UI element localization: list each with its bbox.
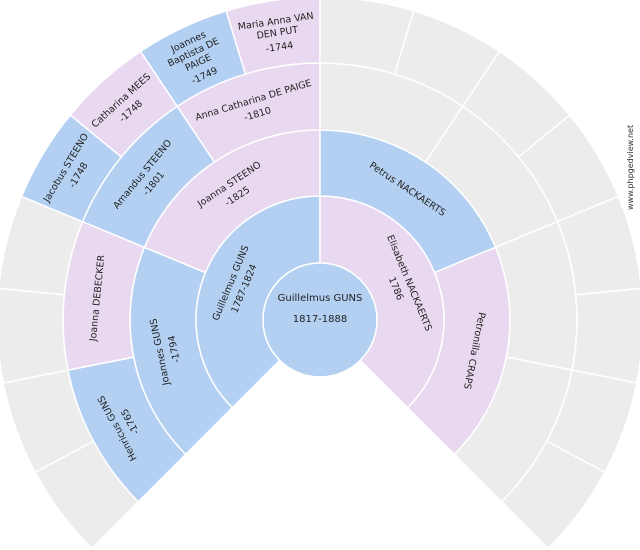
root-person-dates: 1817-1888 — [293, 314, 348, 325]
ancestor-dates: -1794 — [167, 334, 183, 363]
site-credit[interactable]: www.phpgedview.net — [626, 124, 635, 210]
ancestor-dates: -1744 — [265, 40, 294, 55]
empty-ancestor-segment — [0, 287, 69, 384]
empty-ancestor-segment — [571, 287, 640, 384]
root-person[interactable] — [262, 262, 378, 378]
empty-ancestor-segment — [500, 440, 606, 550]
root-person-name: Guillelmus GUNS — [278, 293, 363, 304]
